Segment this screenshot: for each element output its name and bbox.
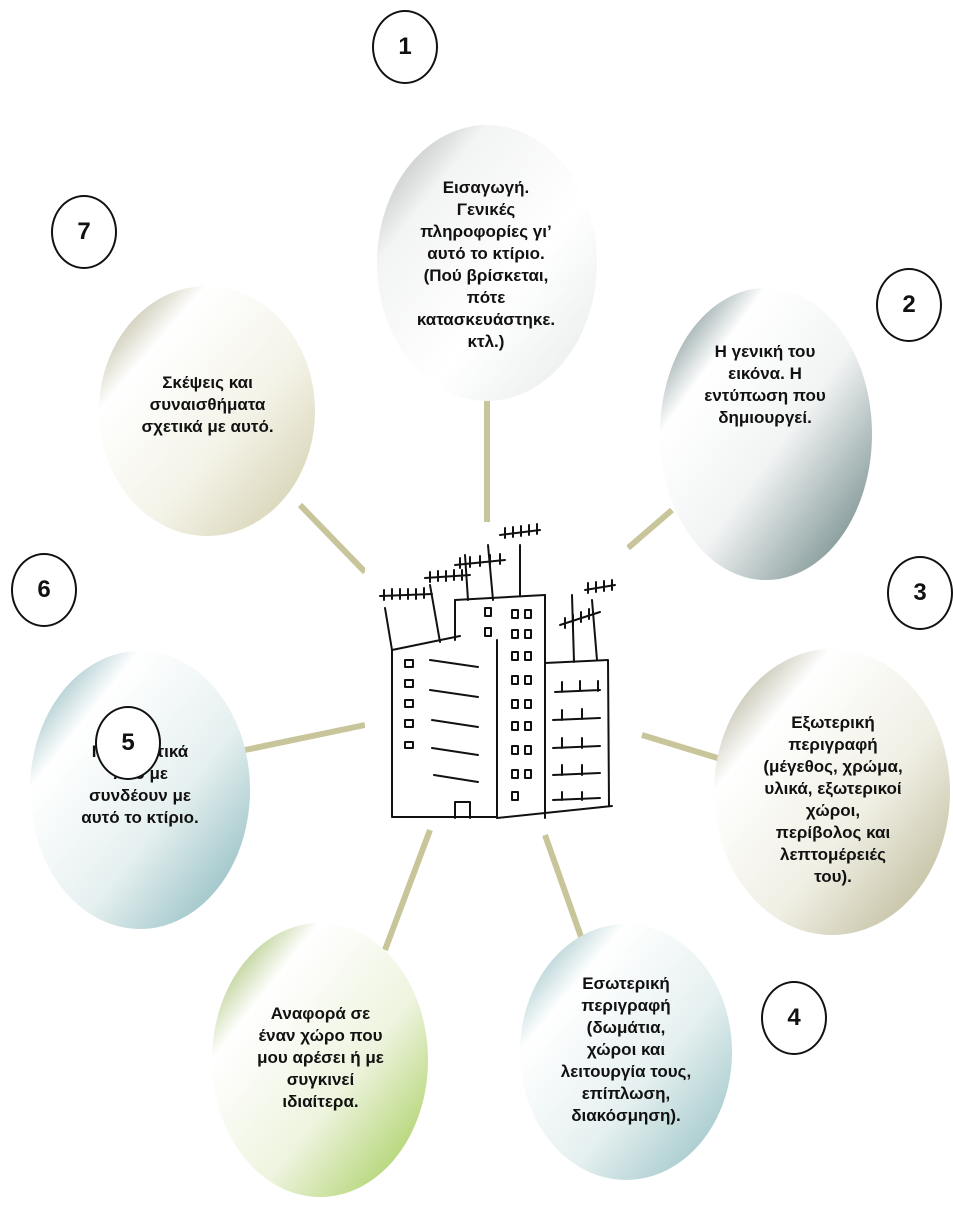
topic-ellipse-1 [377, 125, 597, 401]
connector-line-7 [297, 502, 368, 575]
connector-lines [244, 400, 725, 952]
number-badge-4: 4 [761, 981, 827, 1055]
topic-ellipse-5 [212, 923, 428, 1197]
topic-ellipse-6 [30, 651, 250, 929]
topic-ellipses [30, 125, 950, 1197]
number-badge-6: 6 [11, 553, 77, 627]
number-badge-5: 5 [95, 706, 161, 780]
topic-ellipse-4 [520, 924, 732, 1180]
connector-line-6 [244, 722, 366, 753]
connector-line-2 [626, 507, 674, 551]
connector-line-4 [542, 833, 588, 950]
number-badge-7: 7 [51, 195, 117, 269]
topic-ellipse-3 [714, 649, 950, 935]
number-badge-2: 2 [876, 268, 942, 342]
number-badge-1: 1 [372, 10, 438, 84]
topic-ellipse-2 [660, 288, 872, 580]
topic-ellipse-7 [99, 286, 315, 536]
building-sketch-icon [365, 522, 627, 827]
number-badge-3: 3 [887, 556, 953, 630]
connector-line-5 [382, 828, 433, 952]
connector-line-3 [641, 732, 725, 763]
